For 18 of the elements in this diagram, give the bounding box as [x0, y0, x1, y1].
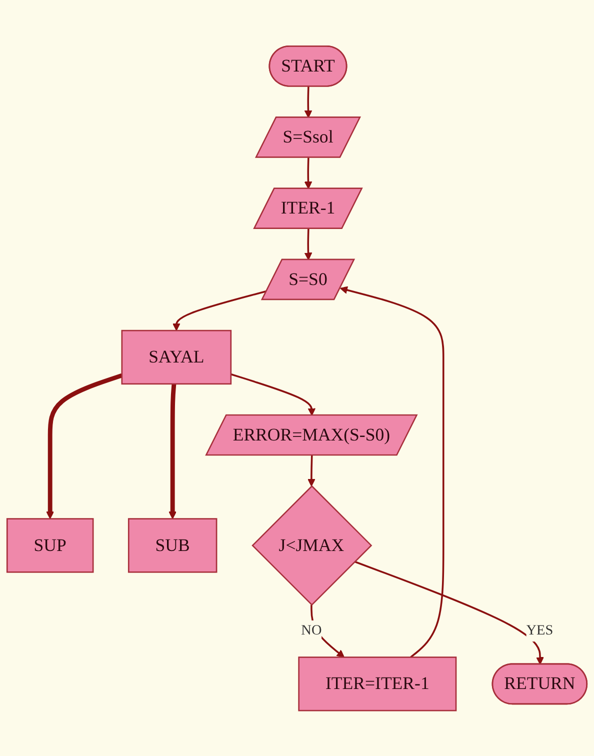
- node-box: SUP: [6, 518, 94, 572]
- node-diamond: J<JMAX: [252, 484, 372, 606]
- arrow: [46, 373, 123, 519]
- node-box: SUB: [128, 518, 218, 572]
- node-box: ITER=ITER-1: [298, 656, 457, 711]
- edge-label: YES: [526, 622, 554, 638]
- arrow: [304, 86, 312, 118]
- arrow: [308, 455, 316, 486]
- arrow: [168, 383, 176, 519]
- arrow: [354, 560, 544, 664]
- arrow: [310, 604, 344, 658]
- arrow: [304, 157, 312, 189]
- node-box: SAYAL: [121, 330, 232, 384]
- arrow: [340, 286, 444, 658]
- arrow: [230, 373, 316, 416]
- arrow: [172, 290, 268, 331]
- arrow: [304, 228, 312, 260]
- edge-label: NO: [301, 622, 322, 638]
